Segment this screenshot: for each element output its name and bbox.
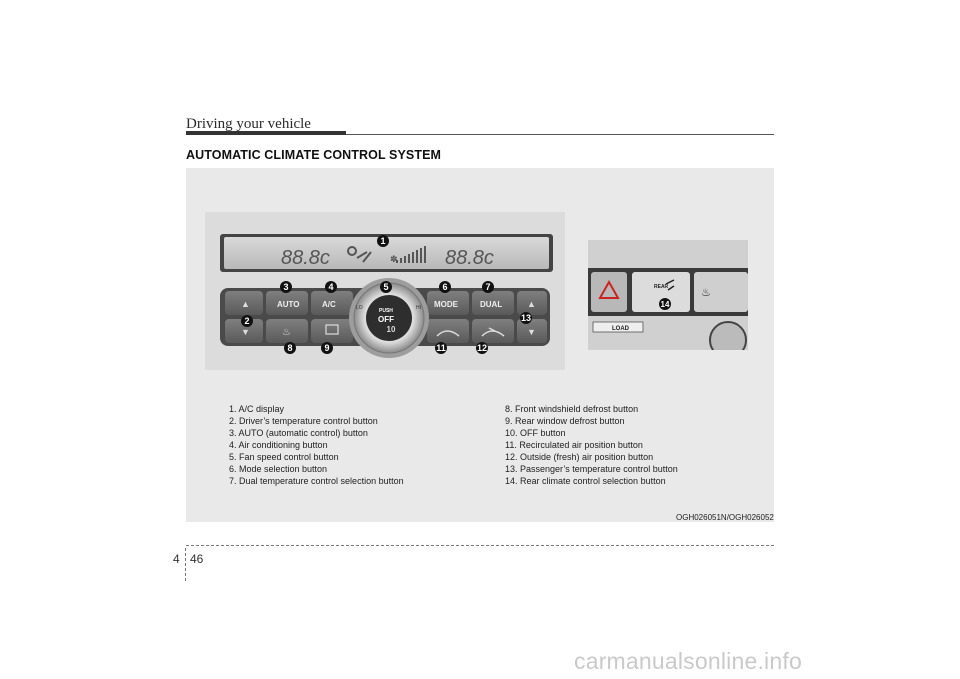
page-number: 46 <box>190 552 204 566</box>
header-rule <box>346 134 774 135</box>
front-defrost-icon: ♨ <box>282 327 291 338</box>
seat-heater-icon: ♨ <box>701 287 711 299</box>
callout-4: 4 <box>328 282 333 292</box>
hazard-icon <box>598 279 620 299</box>
watermark: carmanualsonline.info <box>574 648 802 674</box>
driver-temp-up-button[interactable] <box>225 291 263 315</box>
legend-item: 3. AUTO (automatic control) button <box>229 428 368 438</box>
callout-9: 9 <box>324 343 329 353</box>
callout-3: 3 <box>283 282 288 292</box>
push-label: PUSH <box>379 308 393 314</box>
left-temp-readout: 88.8c <box>281 247 330 269</box>
driver-temp-down-button[interactable] <box>225 319 263 343</box>
legend-item: 8. Front windshield defrost button <box>505 404 639 414</box>
front-defrost-button[interactable] <box>266 319 308 343</box>
legend-item: 7. Dual temperature control selection bu… <box>229 476 404 486</box>
rear-climate-button[interactable] <box>632 272 690 312</box>
up-arrow-icon: ▲ <box>527 299 536 309</box>
legend-item: 11. Recirculated air position button <box>505 440 643 450</box>
legend-item: 14. Rear climate control selection butto… <box>505 476 666 486</box>
callout-5: 5 <box>383 282 388 292</box>
fan-level-bars-icon <box>396 246 426 263</box>
passenger-temp-up-button[interactable] <box>517 291 547 315</box>
legend-item: 5. Fan speed control button <box>229 452 339 462</box>
callout-10: 10 <box>387 325 396 334</box>
hazard-button[interactable] <box>591 272 627 312</box>
hi-label: HI <box>416 305 421 311</box>
right-temp-readout: 88.8c <box>445 247 494 269</box>
callout-14: 14 <box>661 300 670 309</box>
dual-button-label: DUAL <box>480 300 502 309</box>
legend-left: 1. A/C display 2. Driver’s temperature c… <box>229 403 404 487</box>
section-title: AUTOMATIC CLIMATE CONTROL SYSTEM <box>186 148 442 162</box>
rear-label: REAR <box>654 284 669 290</box>
callout-12: 12 <box>477 343 487 353</box>
legend-item: 10. OFF button <box>505 428 566 438</box>
rear-defrost-icon <box>325 324 339 335</box>
legend-item: 1. A/C display <box>229 404 285 414</box>
fresh-air-icon <box>481 327 505 337</box>
dual-button[interactable] <box>472 291 514 315</box>
up-arrow-icon: ▲ <box>241 299 250 309</box>
legend-item: 9. Rear window defrost button <box>505 416 625 426</box>
audio-knob[interactable] <box>709 321 747 350</box>
callout-6: 6 <box>442 282 447 292</box>
ac-button[interactable] <box>311 291 353 315</box>
mode-button[interactable] <box>427 291 469 315</box>
footer-divider <box>185 548 186 581</box>
callout-1: 1 <box>380 236 385 246</box>
legend-item: 12. Outside (fresh) air position button <box>505 452 654 462</box>
header-title: Driving your vehicle <box>186 116 311 132</box>
callout-11: 11 <box>436 343 446 353</box>
passenger-temp-down-button[interactable] <box>517 319 547 343</box>
callout-2: 2 <box>244 316 249 326</box>
legend-right: 8. Front windshield defrost button 9. Re… <box>505 403 678 487</box>
down-arrow-icon: ▼ <box>527 327 536 337</box>
ac-button-label: A/C <box>322 300 336 309</box>
load-label-plate <box>592 321 644 333</box>
off-label: OFF <box>378 315 394 324</box>
auto-button[interactable] <box>266 291 308 315</box>
down-arrow-icon: ▼ <box>241 327 250 337</box>
callout-7: 7 <box>485 282 490 292</box>
figure-caption: OGH026051N/OGH026052 <box>676 513 774 522</box>
seat-heater-button[interactable] <box>694 272 748 312</box>
recirculate-icon <box>436 330 460 337</box>
airflow-mode-icon <box>347 246 372 263</box>
fan-icon: ✽ <box>390 254 398 264</box>
footer-rule <box>186 545 774 546</box>
legend-item: 6. Mode selection button <box>229 464 328 474</box>
rear-defrost-button[interactable] <box>311 319 353 343</box>
climate-control-panel: 88.8c 88.8c ✽ ▲ AUTO A/C MODE DUAL ▲ ▼ ♨… <box>205 212 565 370</box>
chapter-number: 4 <box>173 552 180 566</box>
legend-item: 13. Passenger’s temperature control butt… <box>505 464 678 474</box>
auto-button-label: AUTO <box>277 300 300 309</box>
callout-13: 13 <box>521 313 531 323</box>
off-button[interactable] <box>366 295 412 341</box>
legend-item: 4. Air conditioning button <box>229 440 328 450</box>
legend-item: 2. Driver’s temperature control button <box>229 416 378 426</box>
rear-climate-panel: REAR 14 ♨ LOAD <box>588 240 748 350</box>
rear-airflow-icon <box>665 279 675 291</box>
header-bar <box>186 131 346 135</box>
load-label: LOAD <box>612 326 630 332</box>
lo-label: LO <box>356 305 363 311</box>
callout-8: 8 <box>287 343 292 353</box>
mode-button-label: MODE <box>434 300 459 309</box>
